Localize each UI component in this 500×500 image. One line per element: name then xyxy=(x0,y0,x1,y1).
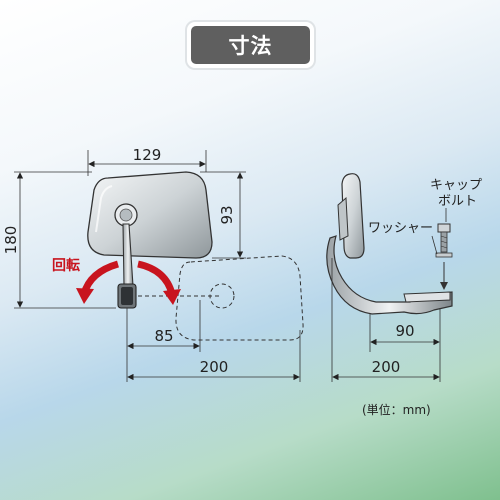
title-text: 寸法 xyxy=(191,26,310,64)
mirror-body xyxy=(87,171,213,259)
dim-200-front: 200 xyxy=(200,358,229,376)
label-cap-bolt-2: ボルト xyxy=(438,194,477,209)
rotation-arrow-right xyxy=(137,260,176,296)
dim-180: 180 xyxy=(2,226,20,255)
side-arm xyxy=(326,235,453,315)
dim-85: 85 xyxy=(154,327,173,345)
washer xyxy=(435,252,453,258)
unit-note: (単位：mm) xyxy=(362,403,431,417)
side-view: キャップ ボルト ワッシャー 90 200 xyxy=(326,173,482,382)
label-cap-bolt-1: キャップ xyxy=(430,178,482,193)
dim-200-side: 200 xyxy=(372,358,401,376)
cap-bolt xyxy=(437,223,451,233)
side-mirror-glass xyxy=(341,173,365,259)
rotation-label: 回転 xyxy=(52,257,80,274)
rotated-outline xyxy=(175,255,304,341)
title-banner: 寸法 xyxy=(187,22,314,68)
dim-90: 90 xyxy=(395,322,414,340)
dim-93: 93 xyxy=(218,205,236,224)
front-view: 回転 129 180 93 85 200 xyxy=(2,146,304,382)
dim-129: 129 xyxy=(133,146,162,164)
label-washer: ワッシャー xyxy=(368,221,433,236)
